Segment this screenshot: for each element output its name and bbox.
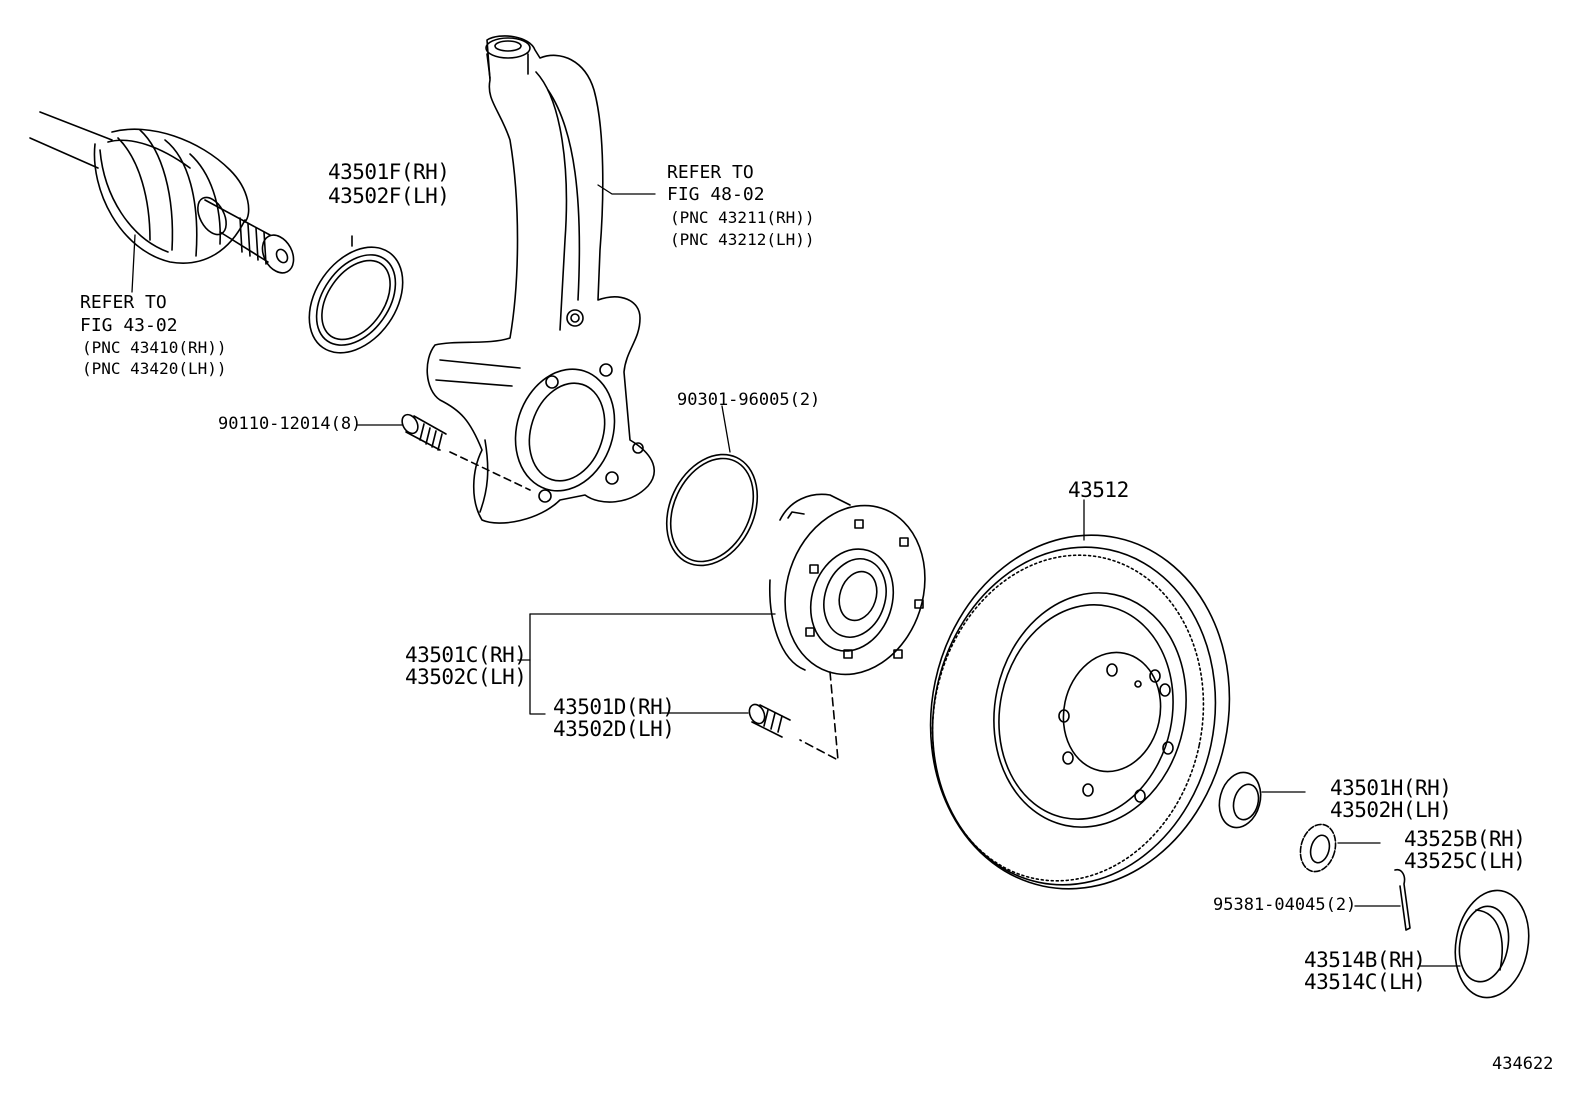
grease-cap-rh-part-number: 43514B(RH) <box>1304 948 1426 972</box>
shaft-pnc-rh: (PNC 43410(RH)) <box>82 338 227 357</box>
nut-lock-part <box>1299 823 1381 873</box>
shaft-pnc-lh: (PNC 43420(LH)) <box>82 359 227 378</box>
nut-lock-lh-part-number: 43525C(LH) <box>1404 849 1526 873</box>
nut-lock-rh-part-number: 43525B(RH) <box>1404 827 1526 851</box>
shaft-figure-ref: FIG 43-02 <box>80 315 178 336</box>
knuckle-bolt-part <box>357 413 531 491</box>
knuckle-bolt-part-number: 90110-12014(8) <box>218 414 362 434</box>
brake-rotor-part <box>929 499 1231 890</box>
hub-bearing-part <box>769 493 926 761</box>
lock-nut-part <box>1218 771 1306 829</box>
cotter-pin-part-number: 95381-04045(2) <box>1213 895 1357 915</box>
seal-rh-part-number: 43501F(RH) <box>328 160 450 184</box>
shaft-refer-text: REFER TO <box>80 292 167 313</box>
knuckle-pnc-lh: (PNC 43212(LH)) <box>670 230 815 249</box>
hub-stud-part <box>661 703 791 738</box>
grease-cap-lh-part-number: 43514C(LH) <box>1304 970 1426 994</box>
figure-number: 434622 <box>1492 1054 1554 1074</box>
hub-lh-part-number: 43502C(LH) <box>405 665 527 689</box>
seal-lh-part-number: 43502F(LH) <box>328 184 450 208</box>
cotter-pin-part <box>1354 868 1411 931</box>
steering-knuckle-part <box>426 35 656 524</box>
grease-cap-part <box>1419 889 1530 999</box>
lock-nut-lh-part-number: 43502H(LH) <box>1330 798 1452 822</box>
o-ring-part-number: 90301-96005(2) <box>677 390 821 410</box>
stud-lh-part-number: 43502D(LH) <box>553 717 675 741</box>
rotor-part-number: 43512 <box>1068 478 1129 502</box>
knuckle-figure-ref: FIG 48-02 <box>667 184 765 205</box>
dust-seal-part <box>308 235 404 354</box>
knuckle-refer-text: REFER TO <box>667 162 754 183</box>
hub-rh-part-number: 43501C(RH) <box>405 643 527 667</box>
lock-nut-rh-part-number: 43501H(RH) <box>1330 776 1452 800</box>
hub-leader-bracket <box>517 613 776 715</box>
knuckle-pnc-rh: (PNC 43211(RH)) <box>670 208 815 227</box>
drive-shaft-part <box>29 111 295 293</box>
o-ring-part <box>665 405 759 567</box>
stud-rh-part-number: 43501D(RH) <box>553 695 675 719</box>
